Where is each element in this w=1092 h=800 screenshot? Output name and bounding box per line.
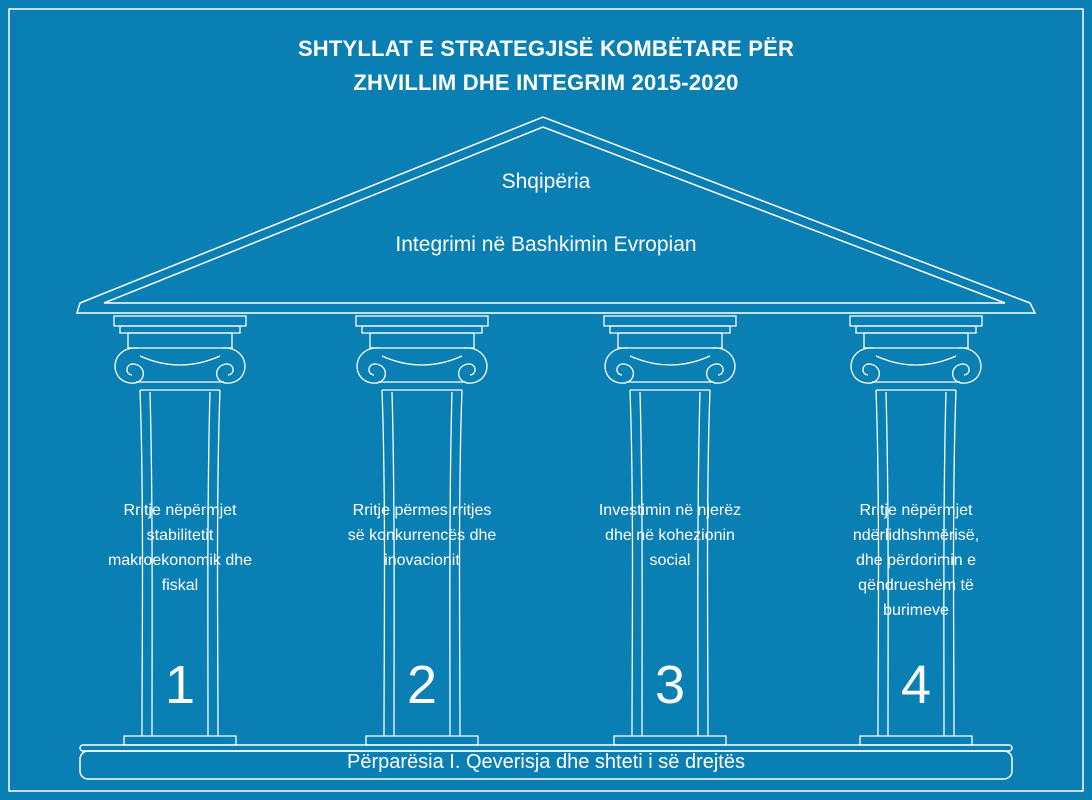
column-outline — [943, 391, 947, 737]
column-outline — [706, 347, 736, 384]
column-outline — [952, 347, 982, 384]
column-outline — [863, 332, 969, 349]
column-outline — [123, 735, 237, 746]
pillar-1-number: 1 — [164, 655, 196, 715]
pillar-1-line: stabilitetit — [146, 527, 214, 544]
pillar-1-line: Rritje nëpërmjet — [123, 502, 237, 519]
pillar-3-label: Investimin në njerëz dhe në kohezionin s… — [570, 498, 770, 573]
column-outline — [849, 315, 983, 327]
title-line-1: SHTYLLAT E STRATEGJISË KOMBËTARE PËR — [297, 36, 795, 61]
column-outline — [216, 389, 221, 737]
pillar-3-line: dhe në kohezionin — [605, 527, 735, 544]
title-line-2: ZHVILLIM DHE INTEGRIM 2015-2020 — [353, 70, 739, 95]
column-outline — [149, 391, 153, 737]
column-outline — [127, 332, 233, 349]
column-outline — [139, 389, 144, 737]
pillar-4-label: Rritje nëpërmjet ndërlidhshmërisë, dhe p… — [816, 498, 1016, 623]
diagram-title: SHTYLLAT E STRATEGJISË KOMBËTARE PËR ZHV… — [0, 32, 1092, 100]
pillar-2-number: 2 — [406, 655, 438, 715]
pillar-4-line: qëndrueshëm të — [858, 577, 974, 594]
column-outline — [458, 389, 463, 737]
column-outline — [609, 325, 731, 334]
column-outline — [604, 347, 634, 384]
pillar-4-line: ndërlidhshmërisë, — [852, 527, 980, 544]
pillar-4-line: Rritje nëpërmjet — [859, 502, 973, 519]
column-outline — [617, 332, 723, 349]
column-outline — [381, 355, 463, 366]
roof-goal-label: Integrimi në Bashkimin Evropian — [395, 233, 697, 256]
pillar-1-line: fiskal — [161, 577, 199, 594]
column-outline — [613, 735, 727, 746]
column-outline — [952, 389, 957, 737]
column-outline — [875, 389, 880, 737]
column-outline — [629, 355, 711, 366]
pillar-4-line: burimeve — [883, 602, 949, 619]
column-outline — [365, 735, 479, 746]
column-outline — [603, 315, 737, 327]
column-outline — [369, 332, 475, 349]
column-outline — [139, 355, 221, 366]
roof — [75, 116, 1037, 314]
column-outline — [361, 325, 483, 334]
pillar-4-number: 4 — [900, 655, 932, 715]
column-outline — [114, 347, 144, 384]
column-outline — [119, 325, 241, 334]
column-outline — [850, 347, 880, 384]
outer-frame — [8, 8, 1084, 792]
column-outline — [381, 389, 386, 737]
pillar-3-line: social — [649, 552, 691, 569]
pillar-2-line: së konkurrencës dhe — [347, 527, 497, 544]
pillar-2-line: inovacionit — [384, 552, 460, 569]
column-outline — [458, 347, 488, 384]
column-outline — [207, 391, 211, 737]
base-bar — [79, 750, 1013, 780]
pillar-1-label: Rritje nëpërmjet stabilitetit makroekono… — [80, 498, 280, 598]
column-4 — [849, 315, 983, 746]
roof-country-label: Shqipëria — [501, 170, 591, 193]
column-outline — [216, 347, 246, 384]
column-outline — [639, 391, 643, 737]
column-3 — [603, 315, 737, 746]
column-outline — [113, 315, 247, 327]
column-outline — [355, 315, 489, 327]
pillar-4-line: dhe përdorimin e — [855, 552, 977, 569]
column-outline — [697, 391, 701, 737]
column-outline — [629, 389, 634, 737]
column-outline — [706, 389, 711, 737]
roof-outer — [75, 116, 1037, 314]
column-outline — [875, 355, 957, 366]
base-platform — [79, 744, 1013, 780]
pillar-2-label: Rritje përmes rritjes së konkurrencës dh… — [322, 498, 522, 573]
column-outline — [859, 735, 973, 746]
pillar-3-line: Investimin në njerëz — [598, 502, 742, 519]
column-outline — [391, 391, 395, 737]
column-1 — [113, 315, 247, 746]
roof-inner — [103, 126, 1006, 304]
column-outline — [855, 325, 977, 334]
column-outline — [356, 347, 386, 384]
pillar-2-line: Rritje përmes rritjes — [352, 502, 492, 519]
pillar-3-number: 3 — [654, 655, 686, 715]
base-label: Përparësia I. Qeverisja dhe shteti i së … — [347, 751, 745, 773]
pillar-1-line: makroekonomik dhe — [107, 552, 253, 569]
column-outline — [449, 391, 453, 737]
column-outline — [885, 391, 889, 737]
